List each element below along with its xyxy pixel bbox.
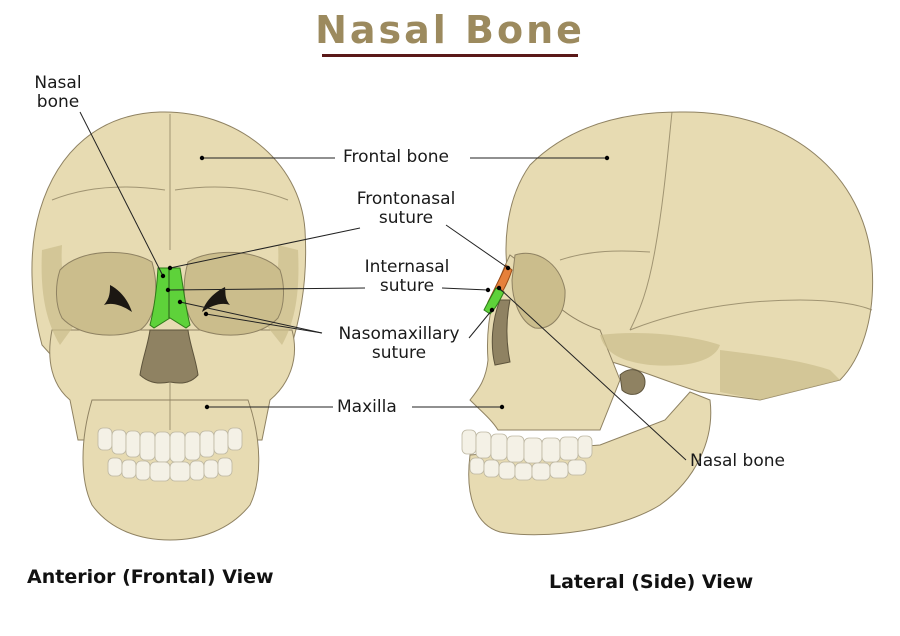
label-internasal-suture: Internasal suture <box>348 258 466 296</box>
anterior-nasal-cavity <box>139 329 199 384</box>
label-nasomaxillary-suture: Nasomaxillary suture <box>324 325 474 363</box>
label-nasomaxillary-line1: Nasomaxillary <box>338 324 460 344</box>
label-internasal-line1: Internasal <box>364 257 450 277</box>
label-frontonasal-line1: Frontonasal <box>356 189 456 209</box>
label-nasal-bone-left-line2: bone <box>36 92 80 112</box>
page-title: Nasal Bone <box>315 8 585 52</box>
label-nasal-bone-right: Nasal bone <box>690 451 785 471</box>
anterior-lower-teeth <box>107 457 233 482</box>
anterior-upper-teeth <box>97 427 243 463</box>
label-frontonasal-line2: suture <box>378 208 434 228</box>
anterior-left-orbit <box>56 251 157 336</box>
lateral-skull <box>461 111 874 536</box>
anterior-skull <box>31 111 307 541</box>
lateral-face <box>469 254 621 431</box>
lateral-ear-opening <box>619 369 646 395</box>
label-nasal-bone-left: Nasal bone <box>28 74 88 112</box>
caption-lateral-view: Lateral (Side) View <box>549 571 754 593</box>
label-maxilla: Maxilla <box>337 397 397 417</box>
anterior-nasal-bone-highlight <box>149 267 191 329</box>
leader-lines <box>79 111 687 461</box>
lateral-orbit <box>511 252 566 329</box>
label-frontonasal-suture: Frontonasal suture <box>340 190 472 228</box>
anterior-right-orbit <box>183 251 284 336</box>
lateral-lower-teeth <box>469 457 587 481</box>
label-internasal-line2: suture <box>379 276 435 296</box>
label-nasomaxillary-line2: suture <box>371 343 427 363</box>
label-frontal-bone: Frontal bone <box>343 147 449 167</box>
caption-anterior-view: Anterior (Frontal) View <box>27 566 274 588</box>
label-nasal-bone-left-line1: Nasal <box>34 73 82 93</box>
title-underline <box>322 54 578 57</box>
lateral-nasal-bone-highlight-green <box>483 287 505 315</box>
lateral-upper-teeth <box>461 429 593 464</box>
